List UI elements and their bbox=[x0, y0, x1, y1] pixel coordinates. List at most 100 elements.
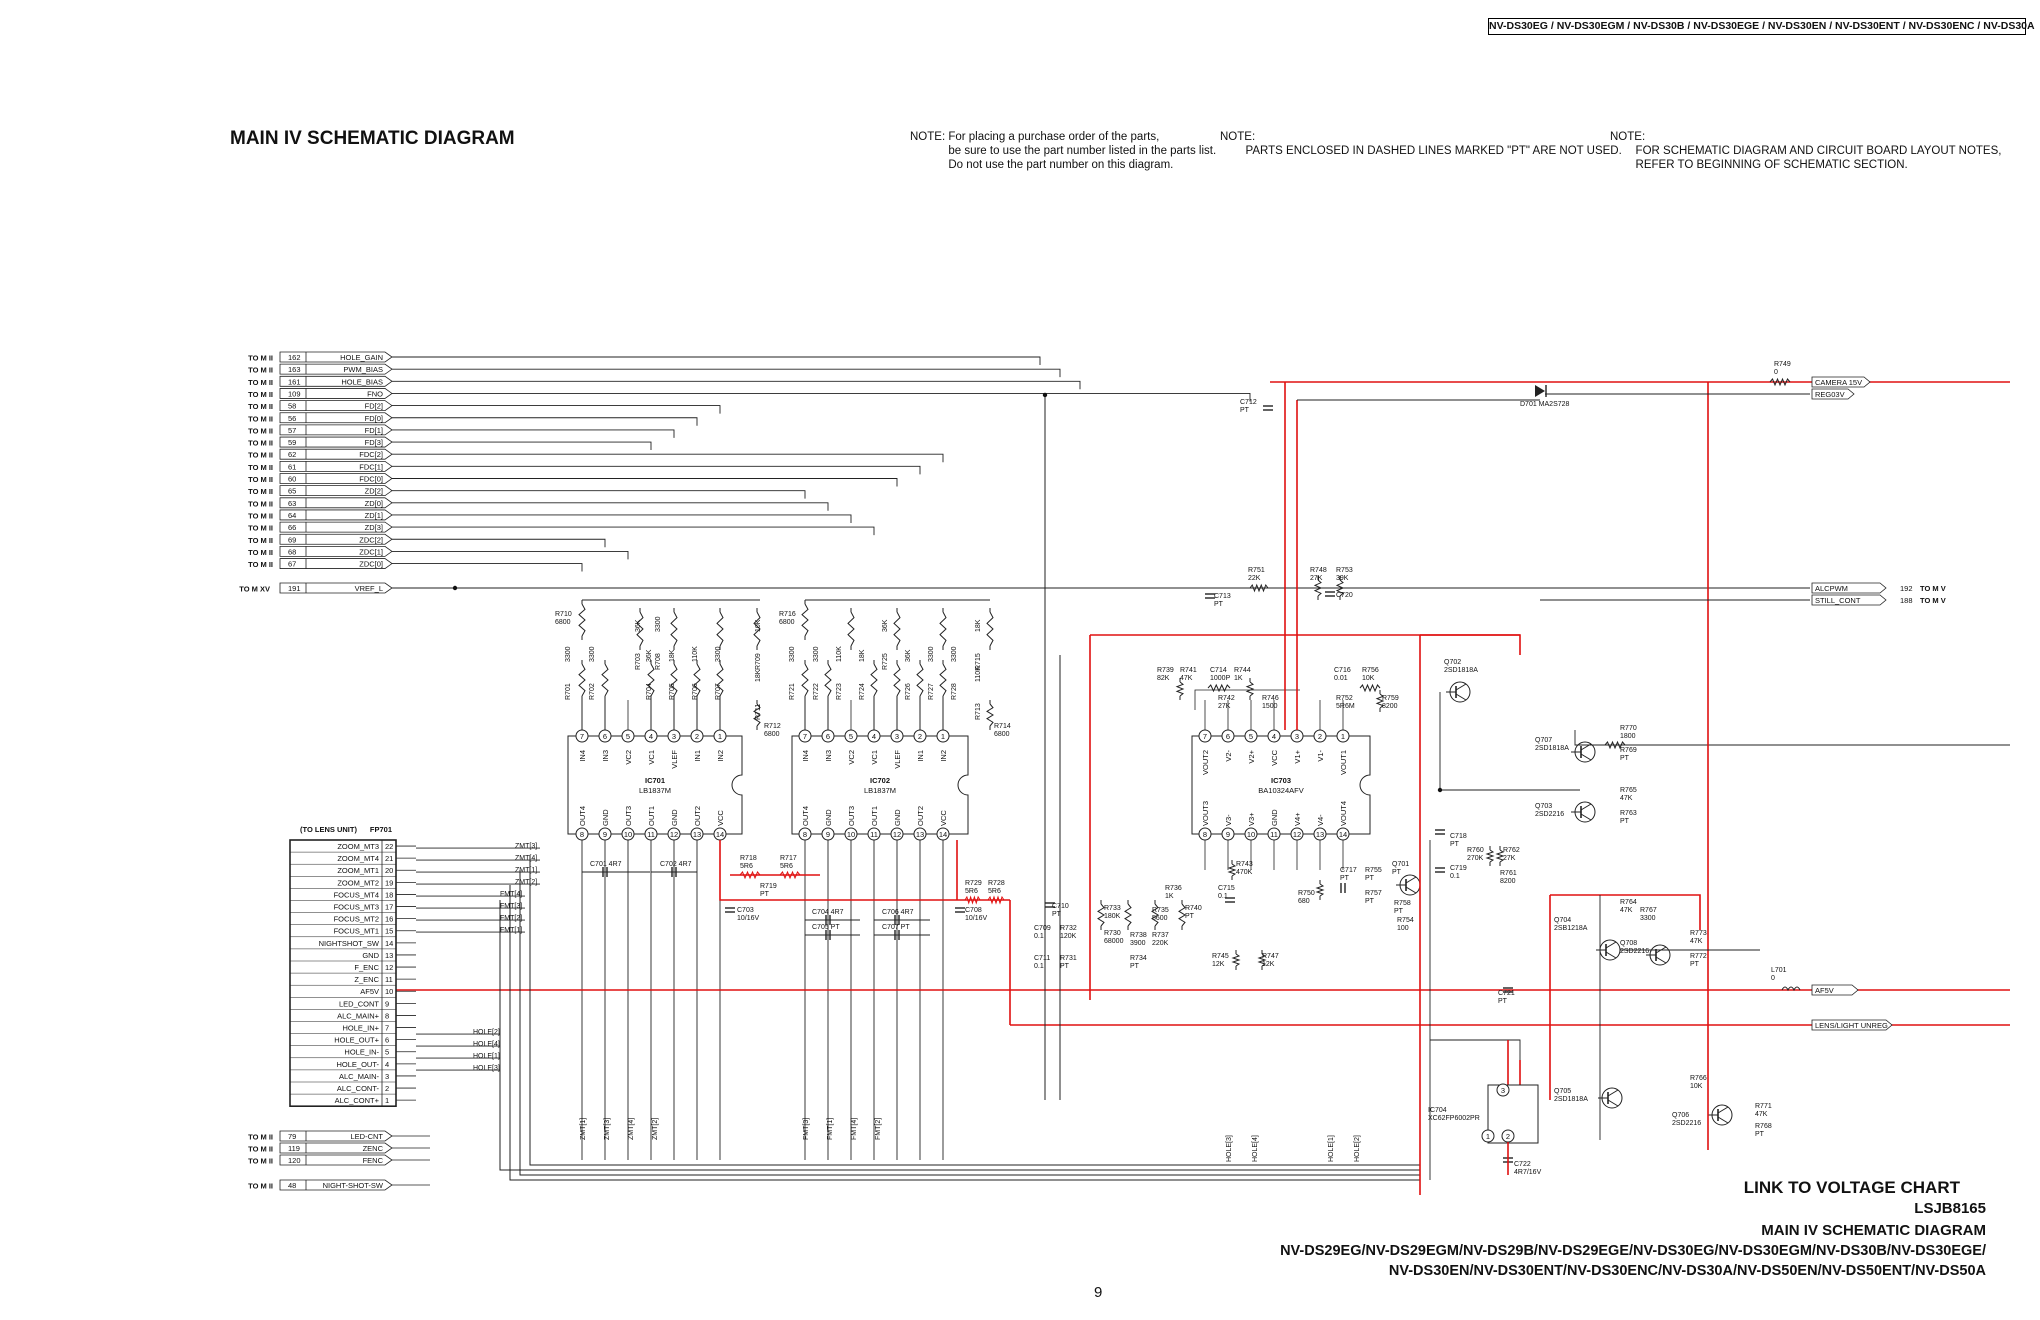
connector-pin-name: HOLE_OUT- bbox=[336, 1060, 379, 1069]
part-label: R742 bbox=[1218, 695, 1235, 702]
bus-pin-number: 61 bbox=[288, 462, 296, 471]
ic-ic703-pin: 10 bbox=[1247, 830, 1255, 839]
bus-row-tag bbox=[279, 412, 393, 424]
part-label: R772 bbox=[1690, 953, 1707, 960]
bus-pin-number: 162 bbox=[288, 353, 301, 362]
ic704-pin: 2 bbox=[1506, 1132, 1510, 1141]
port-af5v-label: AF5V bbox=[1815, 986, 1834, 995]
part-label: R751 bbox=[1248, 567, 1265, 574]
resistor bbox=[578, 603, 586, 637]
bus-pin-number: 48 bbox=[288, 1181, 296, 1190]
ic-ic703-part: BA10324AFV bbox=[1258, 786, 1303, 795]
bundle-wire bbox=[499, 900, 1420, 1171]
wire bbox=[1194, 689, 1300, 710]
transistor-q702 bbox=[1455, 693, 1467, 701]
part-label: 0 bbox=[1774, 369, 1778, 376]
part-label: C715 bbox=[1218, 885, 1235, 892]
connector-pin-name: HOLE_OUT+ bbox=[334, 1036, 379, 1045]
connector-pin-name: FOCUS_MT3 bbox=[334, 903, 379, 912]
ic-ic703-pin: 4 bbox=[1272, 732, 1276, 741]
part-label: 5R6M bbox=[1336, 703, 1355, 710]
link-to-voltage-chart[interactable]: LINK TO VOLTAGE CHART bbox=[1743, 1178, 1960, 1197]
part-label: 47K bbox=[1620, 907, 1633, 914]
part-label: C706 4R7 bbox=[882, 909, 914, 916]
resistor bbox=[1175, 681, 1185, 697]
bus-row-tag bbox=[279, 448, 393, 460]
part-label: PT bbox=[1498, 998, 1508, 1005]
ic-ic703-pin-label: V4+ bbox=[1293, 812, 1302, 826]
part-label: R731 bbox=[1060, 955, 1077, 962]
part-label: R734 bbox=[1130, 955, 1147, 962]
ic-ic702-pin-label: OUT4 bbox=[801, 806, 810, 826]
part-label: 470K bbox=[1236, 869, 1253, 876]
page-number: 9 bbox=[1094, 1284, 1103, 1301]
ic-ic703-pin-label: V3+ bbox=[1247, 812, 1256, 826]
part-label: R739 bbox=[1157, 667, 1174, 674]
connector-pin-number: 18 bbox=[385, 890, 393, 899]
bus-dest-label: TO M II bbox=[248, 463, 273, 472]
part-label: R753 bbox=[1336, 567, 1353, 574]
transistor-q703 bbox=[1580, 803, 1592, 811]
bus-pin-number: 60 bbox=[288, 475, 296, 484]
transistor-q701 bbox=[1405, 886, 1417, 894]
port-alcpwm-label: ALCPWM bbox=[1815, 584, 1848, 593]
part-label: C712 bbox=[1240, 399, 1257, 406]
connector-pin-number: 1 bbox=[385, 1096, 389, 1105]
part-label: R755 bbox=[1365, 867, 1382, 874]
part-label: 2SD2216 bbox=[1672, 1120, 1701, 1127]
note-pt: NOTE: PARTS ENCLOSED IN DASHED LINES MAR… bbox=[1220, 131, 1622, 157]
part-label: C722 bbox=[1514, 1161, 1531, 1168]
resistor-value: 10K bbox=[755, 619, 762, 632]
connector-pin-name: ZOOM_MT3 bbox=[337, 842, 379, 851]
resistor bbox=[753, 611, 761, 647]
part-label: 47K bbox=[1620, 795, 1633, 802]
port-alcpwm bbox=[1811, 582, 1887, 594]
part-label: Q703 bbox=[1535, 803, 1552, 810]
bus-dest-label: TO M II bbox=[248, 475, 273, 484]
vref-pin: 191 bbox=[288, 584, 301, 593]
power-rail-red bbox=[1090, 634, 1521, 655]
resistor-ref: R727 bbox=[928, 683, 935, 700]
resistor bbox=[1313, 579, 1323, 597]
ic-ic701-pin: 7 bbox=[580, 732, 584, 741]
part-label: 2SD1818A bbox=[1554, 1096, 1588, 1103]
part-label: 0.1 bbox=[1034, 933, 1044, 940]
ic-ic703-pin-label: VOUT4 bbox=[1339, 801, 1348, 826]
part-label: C711 bbox=[1034, 955, 1050, 962]
resistor-ref: R709 bbox=[755, 653, 762, 670]
ic-ic701-pin-label: VC1 bbox=[647, 750, 656, 765]
resistor bbox=[693, 663, 701, 697]
connector-pin-number: 19 bbox=[385, 878, 393, 887]
part-label: R767 bbox=[1640, 907, 1657, 914]
connector-pin-name: ALC_MAIN+ bbox=[337, 1011, 380, 1020]
net-label-vertical: HOLE[3] bbox=[1226, 1135, 1233, 1162]
part-label: 0 bbox=[1771, 975, 1775, 982]
connector-pin-number: 5 bbox=[385, 1048, 389, 1057]
bus-signal-name: ZDC[1] bbox=[359, 547, 383, 556]
resistor bbox=[636, 611, 644, 647]
bus-row-tag bbox=[279, 436, 393, 448]
ic-ic701-pin: 13 bbox=[693, 830, 701, 839]
part-label: 1000P bbox=[1210, 675, 1231, 682]
part-label: Q705 bbox=[1554, 1088, 1571, 1095]
bus-wire bbox=[392, 441, 652, 451]
transistor-q707 bbox=[1580, 753, 1592, 761]
bus-row-tag bbox=[279, 460, 393, 472]
net-label: HOLE[3] bbox=[473, 1065, 500, 1072]
connector-pin-number: 14 bbox=[385, 939, 393, 948]
connector-pin-name: Z_ENC bbox=[354, 975, 379, 984]
resistor-value: 18K bbox=[755, 669, 762, 682]
resistor-ref: R721 bbox=[789, 683, 796, 700]
part-label: PT bbox=[1620, 755, 1630, 762]
bus-row-tag bbox=[279, 497, 393, 509]
resistor bbox=[1249, 583, 1269, 593]
net-label-vertical: FMT[3] bbox=[803, 1118, 810, 1140]
part-label: R710 bbox=[555, 611, 572, 618]
resistor bbox=[670, 611, 678, 647]
ic-ic701-pin-label: OUT1 bbox=[647, 806, 656, 826]
part-label: PT bbox=[1214, 601, 1224, 608]
bus-signal-name: HOLE_GAIN bbox=[340, 353, 383, 362]
resistor bbox=[647, 663, 655, 697]
resistor-value: 3300 bbox=[813, 646, 820, 662]
